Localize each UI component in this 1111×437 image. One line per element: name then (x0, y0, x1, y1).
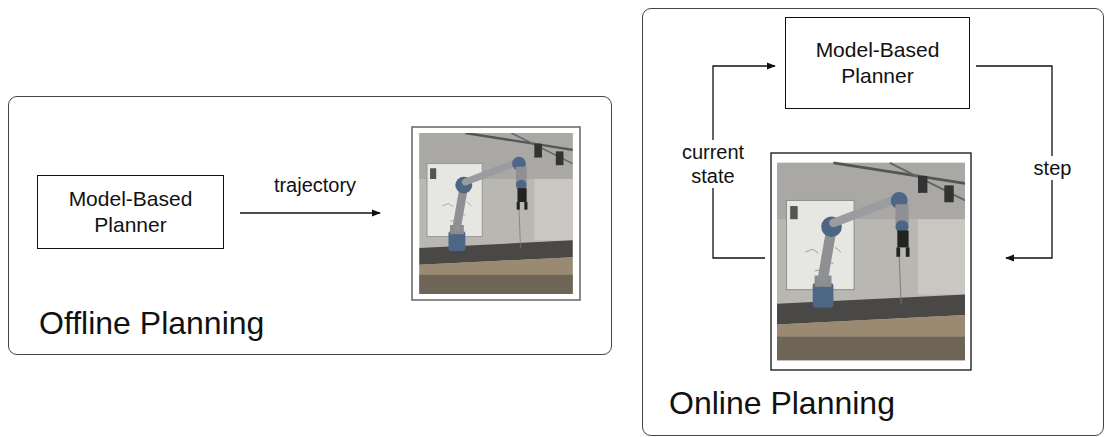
planner-box: Model-Based Planner (37, 175, 224, 249)
photo-frame (412, 127, 580, 300)
robot-photo (419, 133, 572, 294)
box-label: Model-Based Planner (48, 186, 213, 239)
photo-frame (771, 153, 971, 370)
planning-panel: Offline Planning Model-Based Planner (8, 96, 612, 355)
planner-box: Model-Based Planner (785, 17, 970, 109)
panel-title: Online Planning (669, 385, 895, 422)
panel-title: Offline Planning (39, 305, 264, 342)
planning-panel: Online Planning Model-Based Planner (642, 8, 1104, 436)
trajectory-arrow (240, 212, 380, 213)
arrow-label: step (1029, 156, 1076, 180)
box-label: Model-Based Planner (796, 37, 959, 90)
arrow-label: trajectory (262, 173, 368, 197)
robot-photo (777, 163, 965, 360)
arrow-label: current state (668, 140, 758, 188)
